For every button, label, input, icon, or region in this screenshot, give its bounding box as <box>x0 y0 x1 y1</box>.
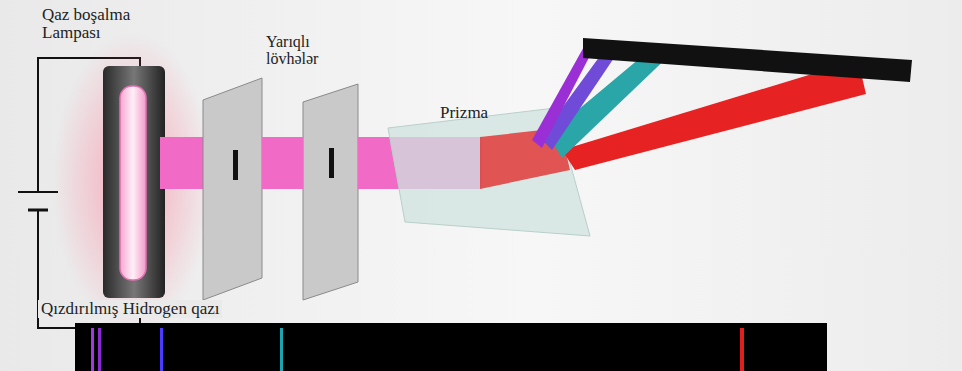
light-beam <box>262 137 303 189</box>
lamp-label: Qaz boşalma Lampası <box>42 6 146 42</box>
gas-label: Qızdırılmış Hidrogen qazı <box>38 300 222 318</box>
slit-plate-label: Yarıqlı lövhələr <box>266 34 356 68</box>
slit-plate <box>203 78 358 300</box>
lamp-housing <box>103 66 165 298</box>
discharge-tube <box>120 86 146 280</box>
prism-label: Prizma <box>440 104 488 122</box>
emission-spectrum <box>75 323 827 371</box>
battery-symbol <box>18 192 58 210</box>
spectral-line <box>91 328 744 371</box>
screen <box>583 38 912 82</box>
